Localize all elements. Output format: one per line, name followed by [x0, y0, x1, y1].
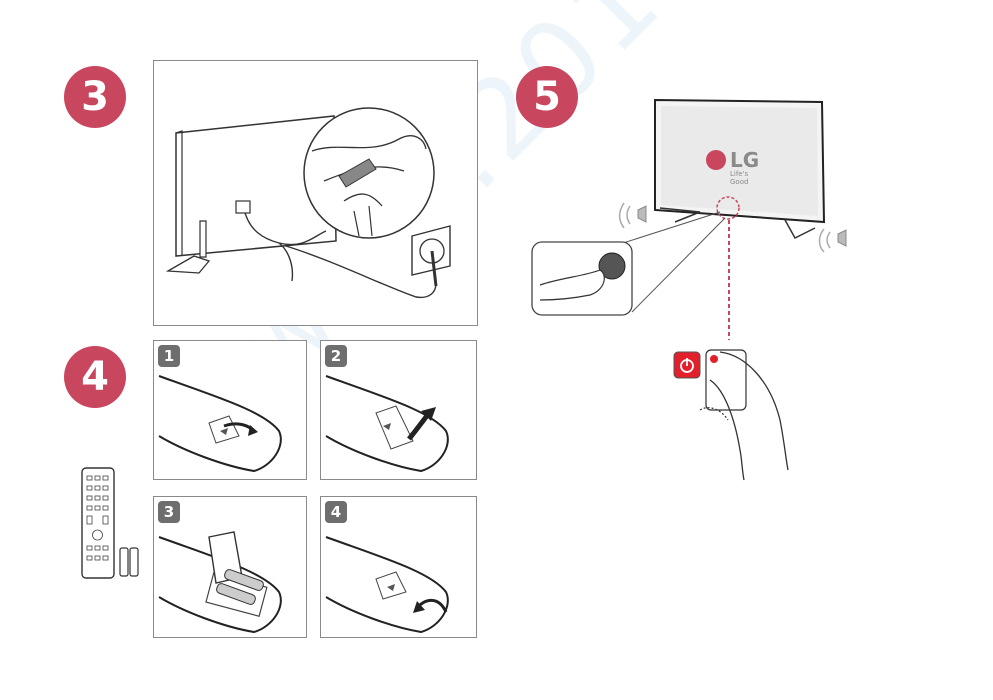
lg-brand: LG — [730, 148, 760, 172]
battery-step-3-panel: 3 — [153, 496, 307, 638]
battery-step-label: 2 — [325, 345, 347, 367]
power-icon — [673, 351, 701, 379]
lg-tagline: Life's Good — [730, 170, 749, 186]
remote-icon — [81, 467, 115, 579]
battery-step-1-panel: 1 — [153, 340, 307, 480]
cable-install-illustration — [165, 107, 451, 299]
battery-icon — [119, 547, 139, 577]
battery-step-2-panel: 2 — [320, 340, 477, 480]
remote-cover-illustration — [158, 375, 282, 473]
step-badge-3: 3 — [64, 66, 126, 128]
step-badge-5: 5 — [516, 66, 578, 128]
battery-insert-illustration — [158, 531, 282, 634]
battery-step-label: 4 — [325, 501, 347, 523]
battery-step-label: 1 — [158, 345, 180, 367]
remote-open-illustration — [325, 375, 449, 473]
battery-step-label: 3 — [158, 501, 180, 523]
cable-install-panel — [153, 60, 478, 326]
speaker-icon — [818, 228, 847, 253]
lg-logo-icon — [706, 150, 726, 170]
speaker-icon — [618, 202, 647, 229]
step-badge-4: 4 — [64, 346, 126, 408]
battery-step-4-panel: 4 — [320, 496, 477, 638]
remote-close-illustration — [325, 536, 449, 634]
